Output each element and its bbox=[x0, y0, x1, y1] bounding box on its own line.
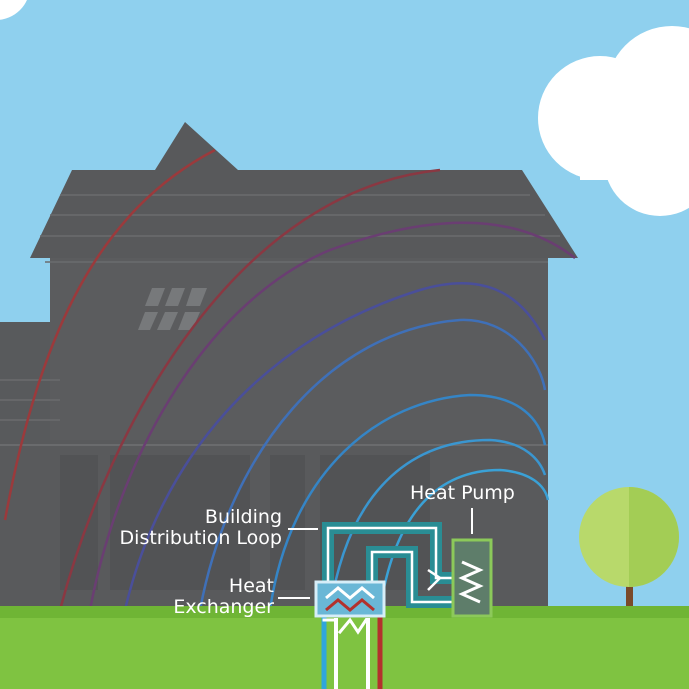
building-distribution-loop bbox=[322, 522, 452, 608]
building-distribution-loop-label: Building Distribution Loop bbox=[96, 507, 282, 549]
heat-pump-icon bbox=[451, 538, 493, 618]
label-leader-lines bbox=[278, 508, 473, 599]
heat-pump-label: Heat Pump bbox=[410, 482, 515, 504]
exchanger-label-line2: Exchanger bbox=[173, 596, 274, 618]
heat-exchanger-label: Heat Exchanger bbox=[150, 576, 274, 618]
building-label-line1: Building bbox=[204, 506, 282, 528]
cloud-top-left bbox=[0, 0, 27, 20]
cloud-right bbox=[538, 26, 689, 216]
ground bbox=[0, 606, 689, 689]
attic-window bbox=[138, 288, 207, 330]
ground-loop-pipes bbox=[321, 617, 383, 689]
heat-exchanger-icon bbox=[314, 580, 386, 618]
tree-icon bbox=[579, 487, 679, 620]
exchanger-label-line1: Heat bbox=[228, 575, 274, 597]
heat-flow-lines bbox=[3, 148, 576, 611]
building-label-line2: Distribution Loop bbox=[119, 527, 282, 549]
